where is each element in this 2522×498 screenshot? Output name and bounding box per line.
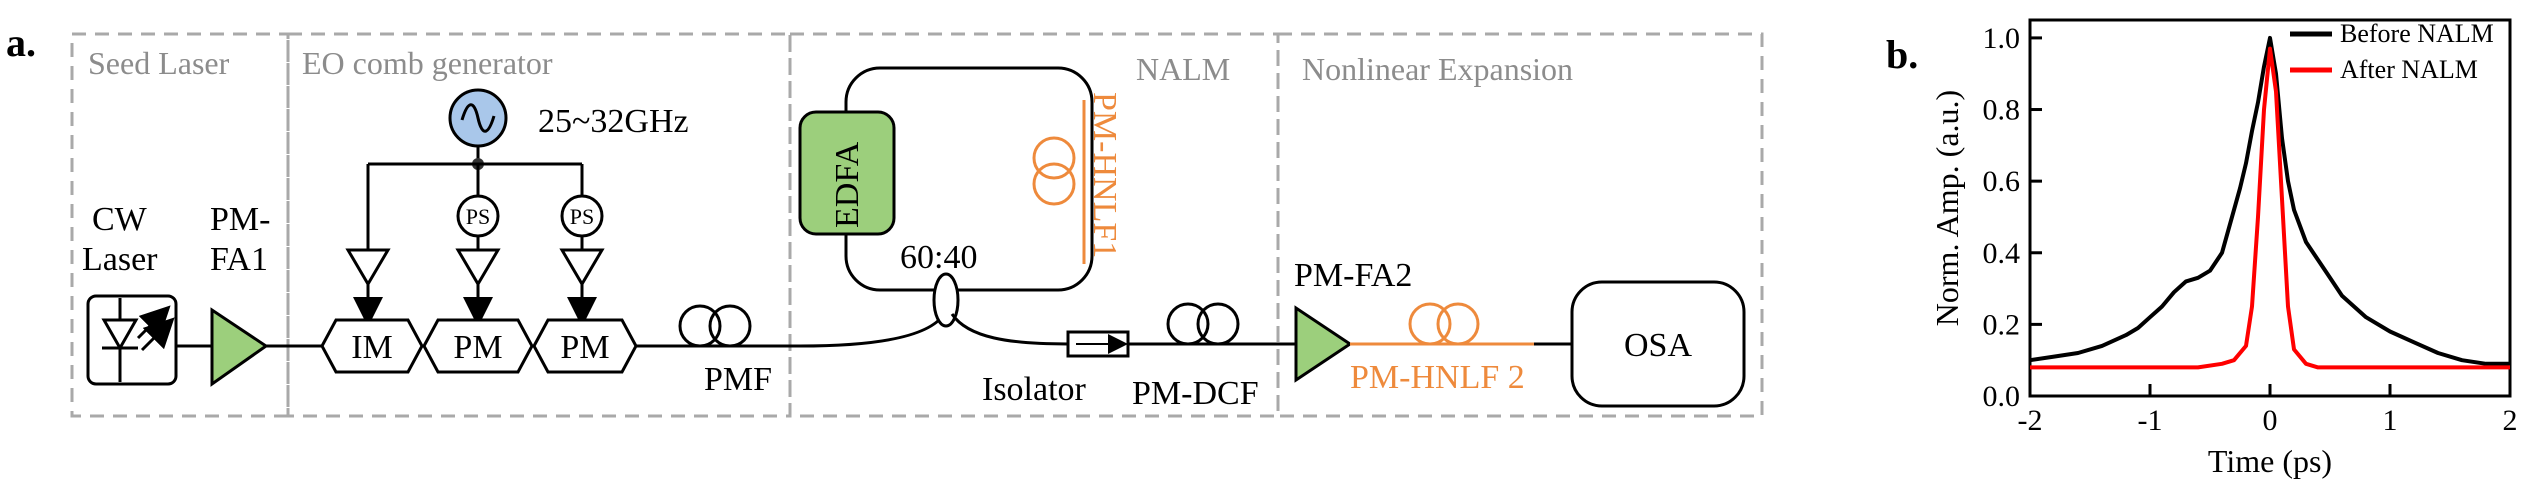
seed-laser-title: Seed Laser	[88, 45, 230, 81]
nonlinear-title: Nonlinear Expansion	[1302, 51, 1573, 87]
ps-label-2: PS	[570, 204, 594, 229]
coupler-icon	[932, 272, 960, 328]
rf-amp-3-icon	[559, 248, 605, 287]
cw-label-line2: Laser	[82, 241, 158, 278]
panel-b-letter: b.	[1886, 32, 1918, 77]
legend-label: Before NALM	[2340, 19, 2494, 48]
x-tick-label: 0	[2263, 404, 2278, 437]
pm-modulator-1	[422, 318, 534, 374]
y-tick-label: 0.4	[1983, 237, 2021, 270]
series-line-before-nalm	[2029, 35, 2510, 366]
im-modulator	[320, 318, 424, 374]
legend-label: After NALM	[2340, 55, 2478, 84]
pm-label-2: PM	[560, 329, 609, 366]
x-tick-label: -2	[2018, 404, 2043, 437]
pmf-coil-icon	[678, 304, 752, 348]
nalm-title: NALM	[1136, 51, 1230, 87]
x-tick-label: 1	[2383, 404, 2398, 437]
pm-hnlf1-label: PM-HNLF1	[1086, 92, 1123, 258]
osa-label: OSA	[1624, 327, 1692, 364]
rf-amp-1-icon	[345, 248, 391, 287]
sine-icon	[460, 103, 496, 133]
eo-comb-title: EO comb generator	[302, 45, 553, 81]
y-tick-label: 0.2	[1983, 308, 2021, 341]
x-tick-label: 2	[2503, 404, 2518, 437]
rf-amp-2-icon	[455, 248, 501, 287]
pm-fa1-amplifier-icon	[210, 307, 269, 387]
osa-box	[1570, 280, 1746, 408]
pm-label-1: PM	[453, 329, 502, 366]
cw-label-line1: CW	[92, 201, 148, 238]
nonlinear-section	[1276, 32, 1764, 418]
y-tick-label: 0.6	[1983, 165, 2021, 198]
y-tick-label: 1.0	[1983, 22, 2021, 55]
pm-hnlf1-coil-icon	[1032, 136, 1076, 206]
frequency-label: 25~32GHz	[538, 103, 689, 140]
pm-hnlf2-label: PM-HNLF 2	[1350, 359, 1525, 396]
pm-fa2-amplifier-icon	[1294, 305, 1353, 383]
x-tick-label: -1	[2138, 404, 2163, 437]
laser-diode-icon	[101, 298, 175, 382]
y-tick-label: 0.8	[1983, 94, 2021, 127]
pm-dcf-label: PM-DCF	[1132, 375, 1259, 412]
y-tick-label: 0.0	[1983, 380, 2021, 413]
im-label: IM	[351, 329, 393, 366]
cw-laser-box	[86, 294, 178, 386]
fa1-label-line2: FA1	[210, 241, 268, 278]
ps-label-1: PS	[466, 204, 490, 229]
pm-fa2-label: PM-FA2	[1294, 257, 1412, 294]
x-axis-label: Time (ps)	[2208, 443, 2332, 479]
coupler-label: 60:40	[900, 239, 977, 276]
fa1-label-line1: PM-	[210, 201, 270, 238]
pm-hnlf2-coil-icon	[1408, 302, 1480, 346]
y-axis-label: Norm. Amp. (a.u.)	[1929, 90, 1965, 326]
edfa-label: EDFA	[829, 141, 866, 228]
series-line-after-nalm	[2030, 46, 2510, 370]
panel-a: a. Seed Laser EO comb generator NALM Non…	[6, 20, 1764, 418]
pm-dcf-coil-icon	[1166, 302, 1240, 346]
panel-a-letter: a.	[6, 20, 36, 65]
edfa-box	[798, 110, 896, 236]
pmf-label: PMF	[704, 361, 772, 398]
isolator-label: Isolator	[982, 371, 1087, 408]
